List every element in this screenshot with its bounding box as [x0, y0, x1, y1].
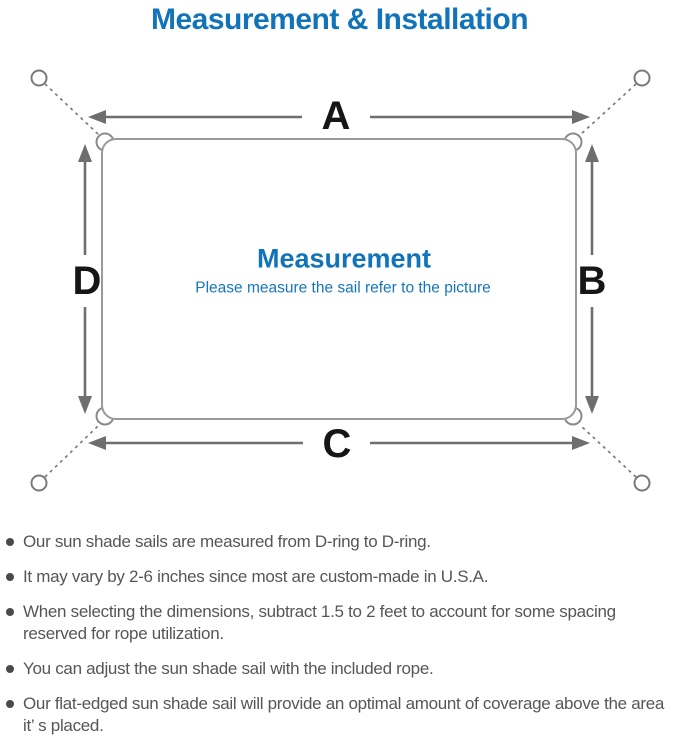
- note-item: You can adjust the sun shade sail with t…: [6, 658, 674, 680]
- diagram-graphics: [30, 69, 651, 492]
- rope-dashed-line-bottom-right: [579, 424, 637, 478]
- diagram-center-heading: Measurement: [256, 243, 432, 274]
- note-text: Our sun shade sails are measured from D-…: [23, 532, 431, 551]
- dimension-label-a: A: [321, 94, 351, 138]
- dimension-label-b: B: [577, 259, 607, 303]
- note-item: When selecting the dimensions, subtract …: [6, 601, 674, 645]
- bullet-icon: [6, 538, 14, 546]
- rope-dashed-line-top-right: [579, 83, 637, 136]
- rope-dashed-line-top-left: [44, 83, 100, 136]
- note-item: It may vary by 2-6 inches since most are…: [6, 566, 674, 588]
- note-text: Our flat-edged sun shade sail will provi…: [23, 694, 665, 735]
- page-title: Measurement & Installation: [150, 3, 529, 36]
- dimension-arrow-a: [88, 110, 590, 124]
- bullet-icon: [6, 608, 14, 616]
- note-item: Our flat-edged sun shade sail will provi…: [6, 693, 674, 737]
- dimension-label-c: C: [322, 422, 352, 466]
- anchor-ring-icon-top-right: [633, 69, 651, 87]
- rope-dashed-line-bottom-left: [44, 424, 100, 478]
- diagram-center-subtitle: Please measure the sail refer to the pic…: [195, 279, 491, 297]
- sail-outline: [101, 138, 577, 420]
- bullet-icon: [6, 573, 14, 581]
- notes-list: Our sun shade sails are measured from D-…: [6, 531, 674, 739]
- note-text: You can adjust the sun shade sail with t…: [23, 659, 434, 678]
- bullet-icon: [6, 665, 14, 673]
- anchor-ring-icon-top-left: [30, 69, 48, 87]
- anchor-ring-icon-bottom-right: [633, 474, 651, 492]
- anchor-ring-icon-bottom-left: [30, 474, 48, 492]
- note-text: When selecting the dimensions, subtract …: [23, 602, 616, 643]
- dimension-arrow-c: [88, 436, 590, 450]
- bullet-icon: [6, 700, 14, 708]
- dimension-arrow-b: [585, 144, 599, 414]
- dimension-arrow-d: [78, 144, 92, 414]
- note-item: Our sun shade sails are measured from D-…: [6, 531, 674, 553]
- note-text: It may vary by 2-6 inches since most are…: [23, 567, 489, 586]
- dimension-label-d: D: [72, 259, 102, 303]
